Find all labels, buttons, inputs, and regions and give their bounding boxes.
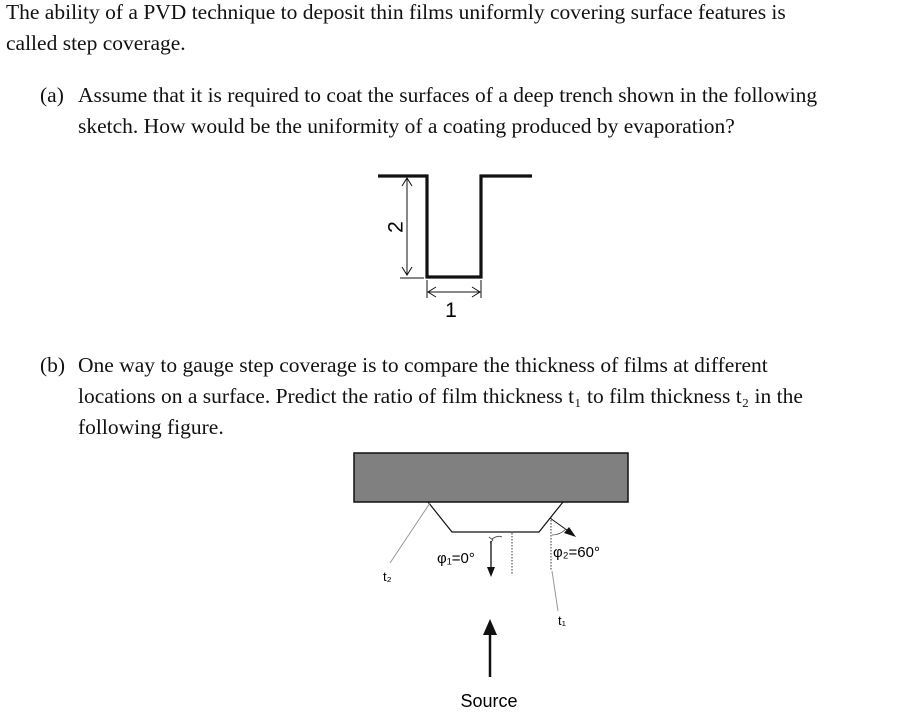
bottom-normal-arrow-head — [487, 567, 495, 577]
width-arrow-left — [427, 286, 437, 298]
intro-line-1: The ability of a PVD technique to deposi… — [6, 0, 786, 24]
trapezoid-feature — [427, 501, 564, 533]
trench-diagram: 2 1 — [378, 174, 532, 322]
part-a-line-2: sketch. How would be the uniformity of a… — [78, 114, 735, 138]
slant-normal-arrow-head — [564, 527, 576, 537]
part-a-line-1: Assume that it is required to coat the s… — [78, 83, 818, 107]
substrate-source-diagram: φ₁=0° φ₂=60° t₂ t₁ Source — [353, 452, 629, 711]
question-part-a: (a) Assume that it is required to coat th… — [40, 80, 906, 142]
width-label: 1 — [445, 299, 457, 322]
angle2-label: φ₂=60° — [553, 544, 600, 561]
t1-leader-line — [551, 570, 559, 612]
substrate-plate — [353, 452, 629, 503]
width-arrow-right — [471, 286, 481, 298]
part-b-label: (b) — [40, 353, 66, 377]
t2-leader-line — [389, 502, 431, 564]
part-b-line-2: locations on a surface. Predict the rati… — [78, 384, 803, 408]
source-arrow-head — [483, 619, 497, 635]
trench-outline — [378, 174, 532, 279]
intro-paragraph: The ability of a PVD technique to deposi… — [6, 0, 901, 59]
depth-arrow-bottom — [401, 266, 413, 276]
angle1-label: φ₁=0° — [437, 550, 475, 567]
angle1-marker — [491, 535, 503, 540]
depth-label: 2 — [385, 221, 408, 233]
part-b-line-3: following figure. — [78, 415, 224, 439]
t1-label: t₁ — [558, 613, 567, 628]
t2-label: t₂ — [383, 569, 392, 584]
part-a-label: (a) — [40, 83, 64, 107]
source-label: Source — [460, 691, 517, 711]
intro-line-2: called step coverage. — [6, 31, 186, 55]
depth-arrow-top — [401, 177, 413, 187]
question-part-b: (b) One way to gauge step coverage is to … — [40, 350, 906, 443]
angle2-marker — [551, 528, 567, 536]
part-b-line-1: One way to gauge step coverage is to com… — [78, 353, 768, 377]
